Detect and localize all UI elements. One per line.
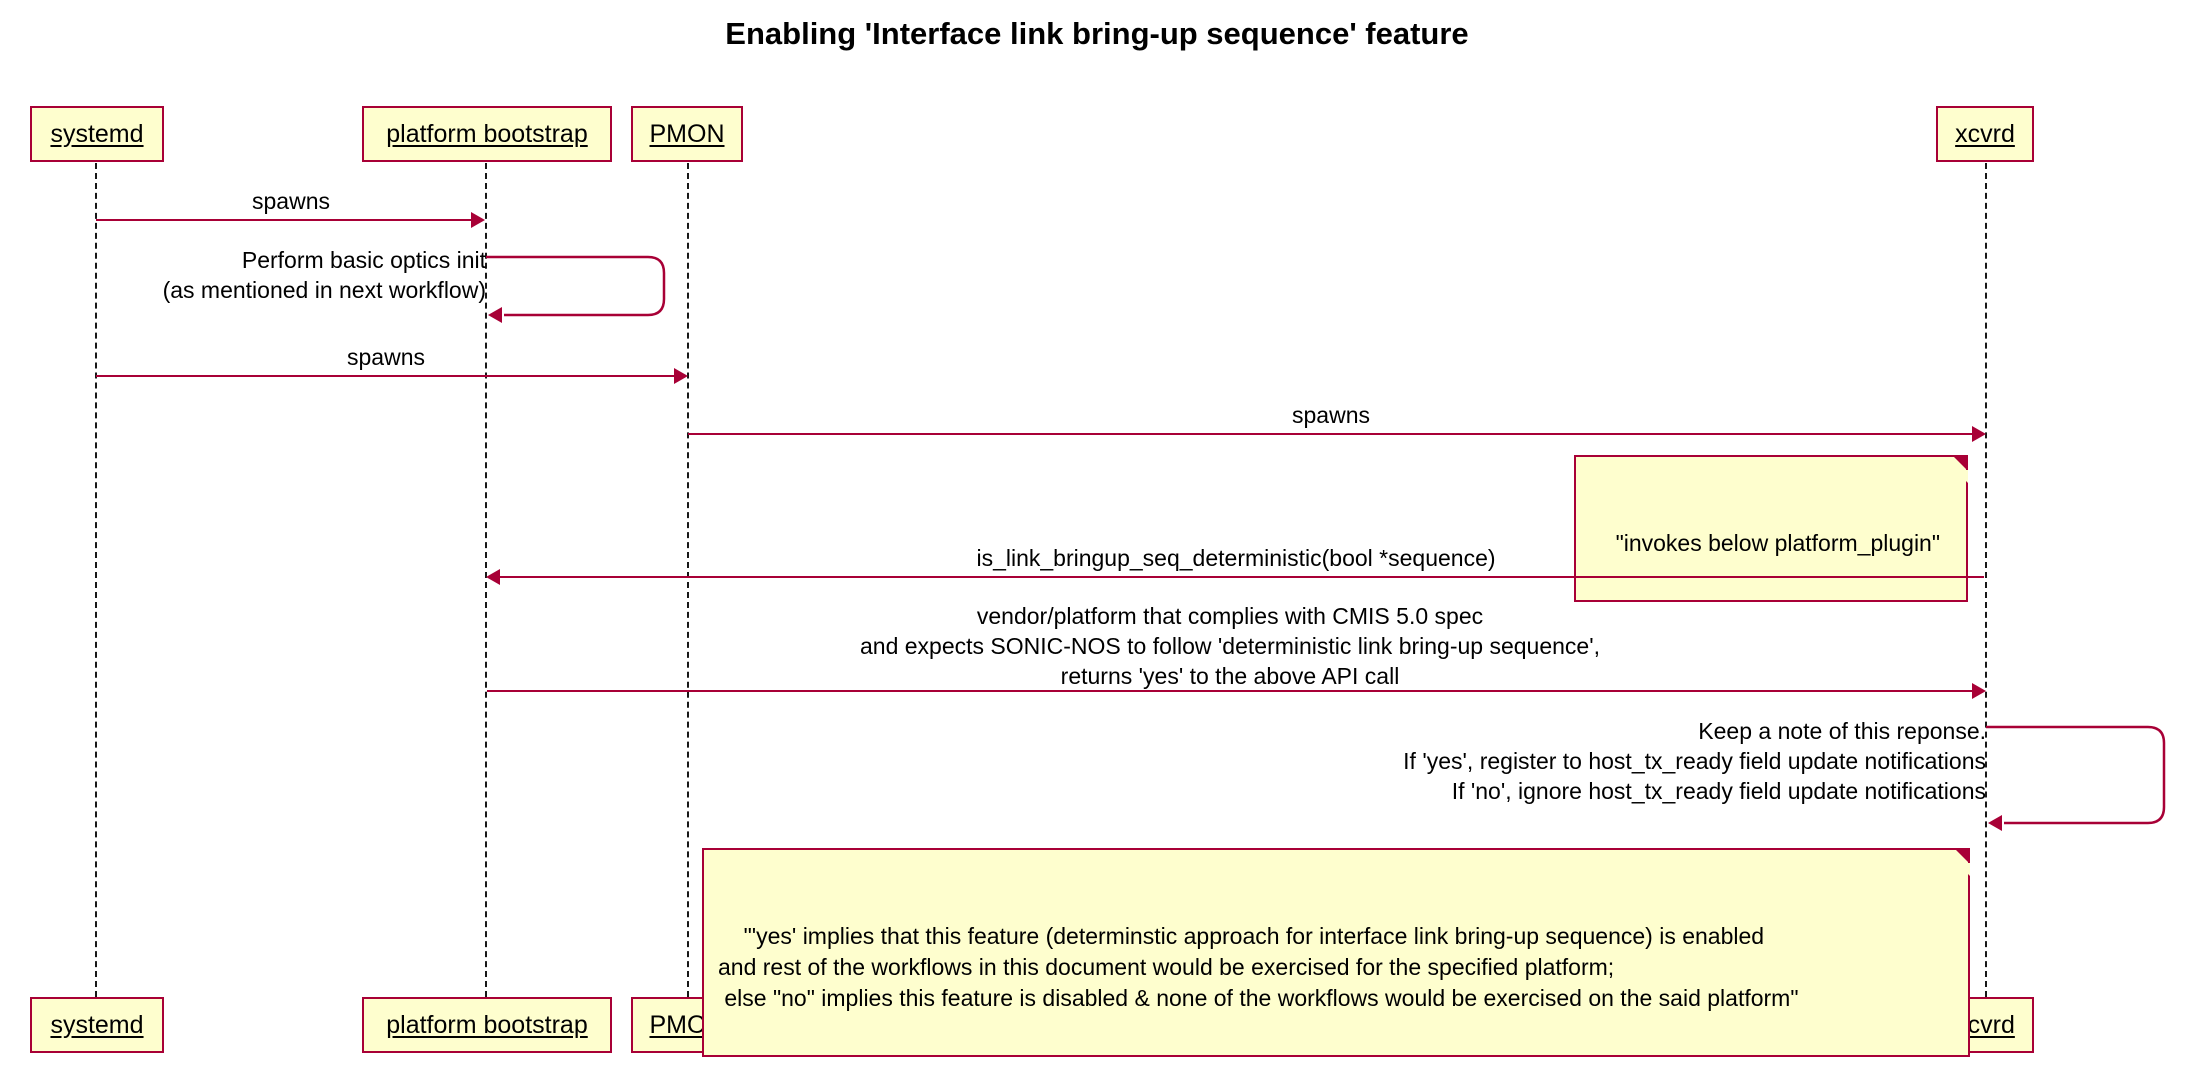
message-label-perform-basic-optics-init: Perform basic optics init (as mentioned … — [162, 247, 486, 303]
participant-systemd-bottom[interactable]: systemd — [30, 997, 164, 1053]
arrow-head-icon — [488, 307, 502, 323]
self-message-loop-bootstrap — [486, 251, 686, 323]
arrow-head-icon — [1972, 426, 1986, 442]
note-fold-icon — [1954, 848, 1970, 876]
arrow-head-icon — [1972, 683, 1986, 699]
participant-xcvrd-top[interactable]: xcvrd — [1936, 106, 2034, 162]
message-label-spawns-2: spawns — [347, 344, 425, 370]
note-invokes-platform-plugin: "invokes below platform_plugin" — [1574, 455, 1968, 602]
participant-label: PMON — [649, 119, 725, 148]
arrow-head-icon — [1988, 815, 2002, 831]
message-label-spawns-3: spawns — [1292, 402, 1370, 428]
lifeline-xcvrd — [1985, 163, 1987, 997]
participant-bootstrap-top[interactable]: platform bootstrap — [362, 106, 612, 162]
message-line-spawns-1 — [96, 219, 471, 221]
arrow-head-icon — [674, 368, 688, 384]
message-label-is-link-bringup-seq-deterministic: is_link_bringup_seq_deterministic(bool *… — [976, 545, 1496, 571]
message-label-spawns-1: spawns — [252, 188, 330, 214]
message-label-cmis-compliance: vendor/platform that complies with CMIS … — [860, 603, 1600, 689]
note-fold-icon — [1952, 455, 1968, 483]
self-message-loop-xcvrd — [1986, 721, 2186, 831]
participant-systemd-top[interactable]: systemd — [30, 106, 164, 162]
note-feature-enabled-explanation: "'yes' implies that this feature (determ… — [702, 848, 1970, 1057]
message-label-keep-note-of-response: Keep a note of this reponse. If 'yes', r… — [1403, 718, 1986, 804]
message-line-cmis-compliance — [487, 690, 1972, 692]
lifeline-pmon — [687, 163, 689, 997]
message-line-spawns-3 — [688, 433, 1972, 435]
participant-label: platform bootstrap — [386, 1010, 588, 1039]
participant-label: platform bootstrap — [386, 119, 588, 148]
participant-bootstrap-bottom[interactable]: platform bootstrap — [362, 997, 612, 1053]
message-line-spawns-2 — [96, 375, 674, 377]
arrow-head-icon — [471, 212, 485, 228]
arrow-head-icon — [486, 569, 500, 585]
note-text: "'yes' implies that this feature (determ… — [718, 923, 1799, 1011]
participant-label: systemd — [50, 119, 144, 148]
participant-label: systemd — [50, 1010, 144, 1039]
lifeline-systemd — [95, 163, 97, 997]
note-text: "invokes below platform_plugin" — [1615, 530, 1941, 556]
page-title: Enabling 'Interface link bring-up sequen… — [725, 16, 1469, 51]
participant-pmon-top[interactable]: PMON — [631, 106, 743, 162]
message-line-is-link-bringup-seq-deterministic — [499, 576, 1984, 578]
participant-label: xcvrd — [1955, 119, 2015, 148]
